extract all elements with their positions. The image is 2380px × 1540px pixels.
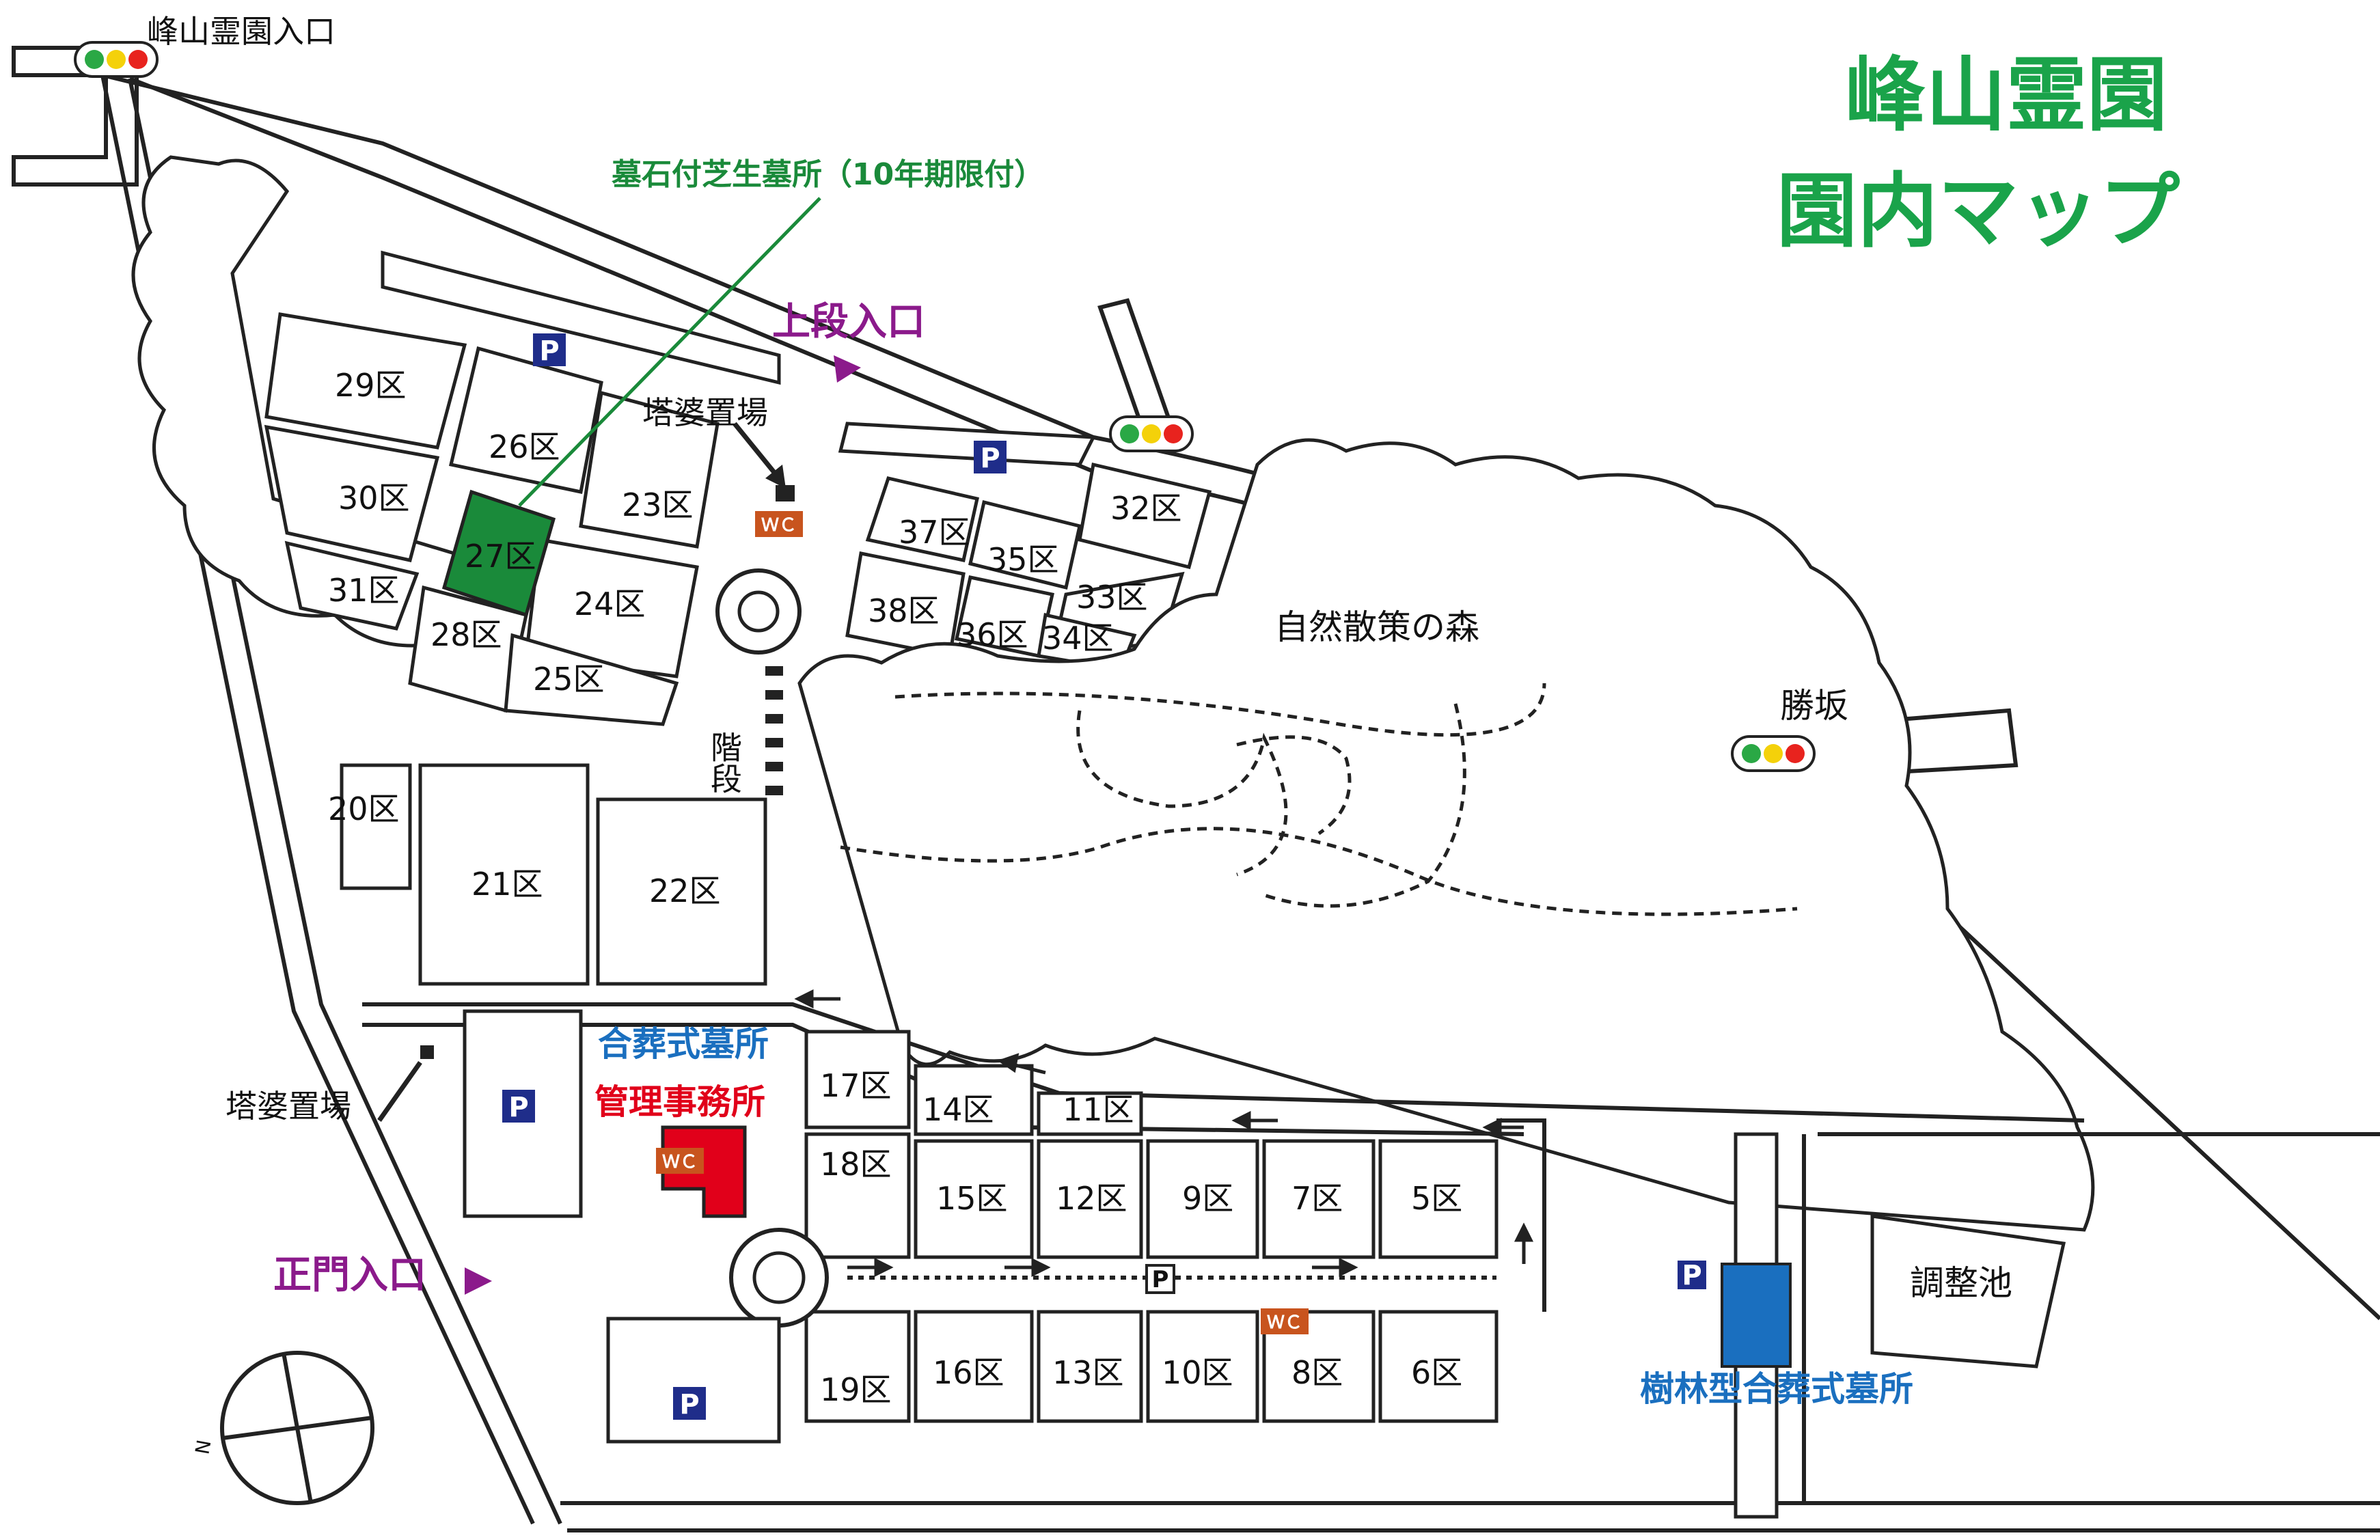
svg-text:P: P [539, 335, 559, 367]
office-label: 管理事務所 [594, 1082, 765, 1122]
section-label: 36区 [957, 616, 1028, 653]
joint-grave-label: 合葬式墓所 [598, 1024, 769, 1064]
lawn-graves-label: 墓石付芝生墓所（10年期限付） [612, 157, 1044, 192]
section-label: 25区 [533, 661, 605, 698]
parking-sign-3 [502, 1090, 535, 1123]
compass-north: N [191, 1438, 215, 1456]
section-label: 34区 [1042, 620, 1114, 657]
map-title-line2: 園内マップ [1777, 164, 2180, 258]
section-label: 23区 [622, 486, 694, 523]
tree-joint-grave-label: 樹林型合葬式墓所 [1640, 1369, 1913, 1409]
section-label: 20区 [328, 790, 400, 827]
section-label: 37区 [899, 514, 970, 551]
stairs-marks [765, 666, 783, 795]
compass: N [191, 1351, 374, 1505]
pond-label: 調整池 [1910, 1263, 2012, 1303]
section-label: 35区 [987, 541, 1059, 578]
section-label: 22区 [649, 872, 721, 909]
section-label: 24区 [574, 586, 646, 622]
upper-plots [264, 250, 781, 726]
svg-text:P: P [508, 1092, 528, 1123]
tree-joint-grave-area[interactable] [1721, 1263, 1792, 1368]
parking-sign-1 [533, 333, 566, 366]
section-label: 30区 [338, 480, 410, 517]
section-label: 28区 [430, 616, 502, 653]
section-label: 10区 [1162, 1354, 1233, 1391]
section-label: 16区 [933, 1354, 1004, 1391]
mid-plots [340, 763, 767, 986]
section-label: 8区 [1291, 1354, 1343, 1391]
section-label: 13区 [1052, 1354, 1124, 1391]
section-label: 21区 [471, 866, 543, 903]
direction-arrows [794, 989, 1534, 1278]
traffic-signals [74, 41, 1816, 772]
plot-27-highlight[interactable] [441, 489, 556, 618]
section-label: 32区 [1110, 490, 1182, 527]
wc-signs[interactable]: ＷＣ ＷＣ ＷＣ [656, 511, 1309, 1334]
svg-text:P: P [1682, 1260, 1701, 1291]
upper-entrance-label: 上段入口 [772, 300, 925, 344]
section-label: 31区 [328, 572, 400, 609]
parking-signs[interactable]: P P P P P P [502, 333, 1706, 1420]
upper-entrance-marker[interactable] [834, 355, 861, 383]
svg-text:ＷＣ: ＷＣ [1267, 1312, 1302, 1333]
section-label: 26区 [489, 428, 560, 465]
section-label: 17区 [820, 1067, 892, 1104]
wc-sign-3 [1261, 1308, 1309, 1334]
main-entrance-label: 正門入口 [273, 1253, 426, 1297]
section-label: 27区 [465, 538, 536, 575]
section-label: 29区 [335, 367, 407, 404]
svg-text:P: P [1152, 1266, 1169, 1293]
stupa-lower-label: 塔婆置場 [225, 1088, 351, 1125]
section-label: 15区 [936, 1180, 1008, 1217]
stupa-upper-box [776, 485, 795, 501]
section-label: 33区 [1076, 579, 1148, 616]
section-label: 14区 [922, 1091, 994, 1128]
svg-text:ＷＣ: ＷＣ [662, 1152, 698, 1172]
parking-sign-6 [1145, 1264, 1175, 1294]
section-label: 6区 [1411, 1354, 1462, 1391]
section-label: 18区 [820, 1146, 892, 1183]
svg-text:ＷＣ: ＷＣ [761, 515, 797, 536]
main-entrance-marker[interactable] [465, 1267, 492, 1295]
section-label: 12区 [1056, 1180, 1127, 1217]
forest-label: 自然散策の森 [1274, 607, 1479, 647]
section-label: 11区 [1063, 1091, 1134, 1128]
wc-sign-1 [755, 511, 803, 537]
stupa-upper-label: 塔婆置場 [642, 394, 768, 431]
parking-sign-2 [974, 441, 1007, 473]
section-label: 19区 [820, 1371, 892, 1408]
svg-text:P: P [980, 443, 1000, 474]
parking-sign-4 [673, 1387, 706, 1420]
section-label: 7区 [1291, 1180, 1343, 1217]
svg-text:P: P [679, 1389, 699, 1420]
section-label: 38区 [868, 592, 940, 629]
parking-sign-5 [1678, 1261, 1706, 1289]
section-label: 5区 [1411, 1180, 1462, 1217]
map-title-line1: 峰山霊園 [1845, 48, 2167, 142]
stairs-label: 階段 [706, 731, 743, 794]
section-label: 9区 [1182, 1180, 1233, 1217]
wc-sign-2 [656, 1148, 704, 1174]
kachizaka-label: 勝坂 [1780, 686, 1848, 726]
stupa-lower-box [420, 1045, 434, 1059]
parking-lots [463, 1009, 781, 1444]
forest-area [797, 438, 2095, 1232]
top-left-entrance-label: 峰山霊園入口 [147, 13, 336, 50]
